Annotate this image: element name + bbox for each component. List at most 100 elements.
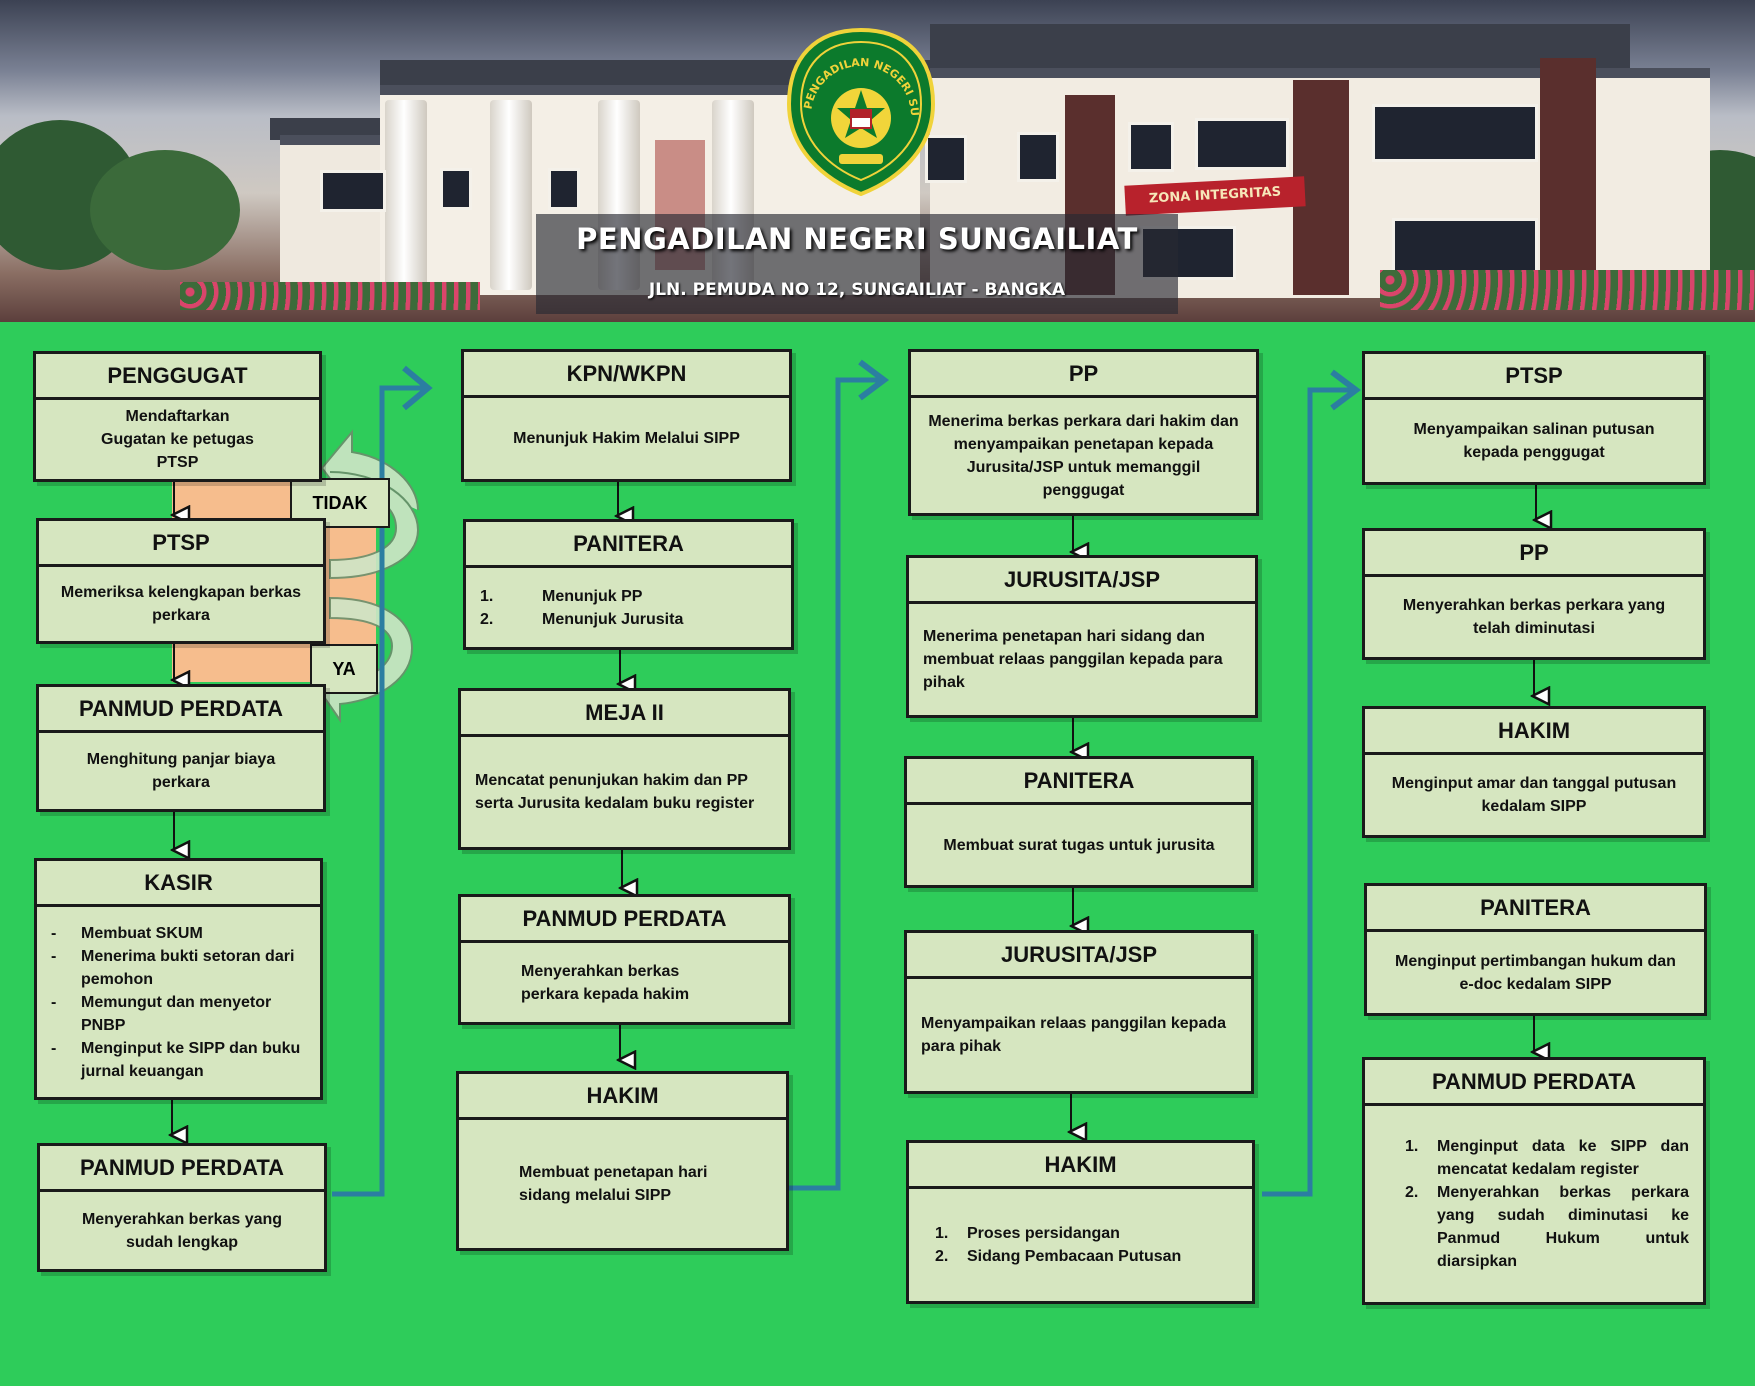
connector-col2-to-col3-head <box>858 359 889 401</box>
step-panmud-perdata-fee: PANMUD PERDATA Menghitung panjar biaya p… <box>36 684 326 812</box>
window <box>548 168 580 210</box>
list-text: Sidang Pembacaan Putusan <box>967 1248 1182 1265</box>
step-title: PANMUD PERDATA <box>40 1146 324 1192</box>
step-body: Menyerahkan berkas perkara kepada hakim <box>521 962 690 1003</box>
step-pp-receive: PP Menerima berkas perkara dari hakim da… <box>908 349 1259 516</box>
list-item: 1. Menginput data ke SIPP dan mencatat ke… <box>1399 1135 1689 1181</box>
list-text: Proses persidangan <box>967 1225 1120 1242</box>
step-body: Menyampaikan salinan putusan kepada peng… <box>1413 421 1655 461</box>
step-body: Menginput pertimbangan hukum dan e-doc k… <box>1395 952 1676 993</box>
list-item: Menginput ke SIPP dan buku jurnal keuang… <box>51 1037 306 1083</box>
window <box>1392 218 1538 280</box>
step-body: Menyerahkan berkas yang sudah lengkap <box>81 1210 283 1251</box>
step-body: Mencatat penunjukan hakim dan PP serta J… <box>475 772 755 812</box>
step-ptsp-copy: PTSP Menyampaikan salinan putusan kepada… <box>1362 351 1706 485</box>
step-title: HAKIM <box>1365 709 1703 755</box>
tree-left-2 <box>90 150 240 270</box>
window <box>1128 122 1174 172</box>
step-body: Membuat penetapan hari sidang melalui SI… <box>519 1164 708 1204</box>
list-item: Memungut dan menyetor PNBP <box>51 991 306 1037</box>
title-band <box>536 214 1178 314</box>
step-jurusita-summons: JURUSITA/JSP Menerima penetapan hari sid… <box>906 555 1258 718</box>
step-body: Menunjuk Hakim Melalui SIPP <box>513 430 740 447</box>
step-body: 1. Menginput data ke SIPP dan mencatat ke… <box>1365 1106 1703 1302</box>
step-title: JURUSITA/JSP <box>907 933 1251 979</box>
list-item: 2. Menyerahkan berkas perkara yang sudah … <box>1399 1181 1689 1273</box>
step-title: PANMUD PERDATA <box>1365 1060 1703 1106</box>
connector-col3-to-col4-head <box>1330 369 1361 411</box>
step-ptsp-check: PTSP Memeriksa kelengkapan berkas perkar… <box>36 518 326 644</box>
connector-col1-to-col2-head <box>402 365 433 411</box>
pillar-2 <box>490 100 532 290</box>
step-kasir: KASIR Membuat SKUM Menerima bukti setora… <box>34 858 323 1100</box>
step-panitera-edoc: PANITERA Menginput pertimbangan hukum da… <box>1364 883 1707 1016</box>
list-number: 2. <box>935 1248 949 1265</box>
step-kpn-wkpn: KPN/WKPN Menunjuk Hakim Melalui SIPP <box>461 349 792 482</box>
step-title: KPN/WKPN <box>464 352 789 398</box>
list-text: Menyerahkan berkas perkara yang sudah di… <box>1437 1184 1689 1270</box>
window <box>925 135 967 183</box>
list-number: 2. <box>1405 1184 1419 1201</box>
step-body: Menyerahkan berkas perkara yang telah di… <box>1402 597 1666 637</box>
window <box>1017 132 1059 182</box>
step-title: PP <box>1365 531 1703 577</box>
step-body: Menyampaikan relaas panggilan kepada par… <box>921 1015 1227 1055</box>
court-logo: PENGADILAN NEGERI SUNGAILIAT <box>787 28 935 196</box>
step-body: Menghitung panjar biaya perkara <box>86 751 276 791</box>
step-body: 1.Proses persidangan 2. Sidang Pembacaan … <box>909 1189 1252 1301</box>
step-title: PANMUD PERDATA <box>461 897 788 943</box>
list-item: 1.Proses persidangan <box>929 1222 1232 1245</box>
list-text: Menginput data ke SIPP dan mencatat keda… <box>1437 1138 1689 1178</box>
step-body: Membuat SKUM Menerima bukti setoran dari… <box>37 907 320 1097</box>
step-title: PENGGUGAT <box>36 354 319 400</box>
step-body: Membuat surat tugas untuk jurusita <box>943 836 1215 854</box>
list-item: Menerima bukti setoran dari pemohon <box>51 945 306 991</box>
page-subtitle: JLN. PEMUDA NO 12, SUNGAILIAT - BANGKA <box>648 280 1066 300</box>
step-hakim-verdict: HAKIM Menginput amar dan tanggal putusan… <box>1362 706 1706 838</box>
step-hakim-trial: HAKIM 1.Proses persidangan 2. Sidang Pemb… <box>906 1140 1255 1304</box>
step-title: PANITERA <box>466 522 791 568</box>
step-title: PANITERA <box>907 759 1251 805</box>
list-text: Menunjuk Jurusita <box>542 610 684 628</box>
step-body: Menginput amar dan tanggal putusan kedal… <box>1391 775 1677 815</box>
window <box>440 168 472 210</box>
list-item: 2. Sidang Pembacaan Putusan <box>929 1245 1232 1268</box>
step-jurusita-deliver: JURUSITA/JSP Menyampaikan relaas panggil… <box>904 930 1254 1094</box>
step-title: PANMUD PERDATA <box>39 687 323 733</box>
header-photo: ZONA INTEGRITAS PENGADILAN NEGERI SUNGAI… <box>0 0 1755 322</box>
page-title: PENGADILAN NEGERI SUNGAILIAT <box>576 222 1138 256</box>
step-title: JURUSITA/JSP <box>909 558 1255 604</box>
step-title: PTSP <box>39 521 323 567</box>
step-panitera-assign: PANITERA 1.Menunjuk PP 2. Menunjuk Jurusi… <box>463 519 794 650</box>
list-number: 1. <box>1405 1138 1419 1155</box>
window <box>320 170 386 212</box>
kasir-task-list: Membuat SKUM Menerima bukti setoran dari… <box>51 922 306 1083</box>
list-item: 1.Menunjuk PP <box>480 585 777 608</box>
step-meja-ii: MEJA II Mencatat penunjukan hakim dan PP… <box>458 688 791 850</box>
connector-col2-to-col3 <box>788 377 882 1191</box>
decision-no: TIDAK <box>290 478 390 528</box>
flower-bed-right <box>1380 270 1755 310</box>
roof-right <box>930 24 1630 72</box>
step-hakim-schedule: HAKIM Membuat penetapan hari sidang mela… <box>456 1071 789 1251</box>
step-panmud-perdata-archive: PANMUD PERDATA 1. Menginput data ke SIPP … <box>1362 1057 1706 1305</box>
flower-bed-left <box>180 282 480 310</box>
window <box>1372 104 1538 162</box>
step-title: PTSP <box>1365 354 1703 400</box>
step-title: HAKIM <box>909 1143 1252 1189</box>
step-panitera-letter: PANITERA Membuat surat tugas untuk jurus… <box>904 756 1254 888</box>
panitera-task-list: 1.Menunjuk PP 2. Menunjuk Jurusita <box>480 585 777 631</box>
step-title: MEJA II <box>461 691 788 737</box>
step-body: 1.Menunjuk PP 2. Menunjuk Jurusita <box>466 568 791 647</box>
panmud-task-list: 1. Menginput data ke SIPP dan mencatat ke… <box>1399 1135 1689 1273</box>
step-panmud-perdata-submit: PANMUD PERDATA Menyerahkan berkas yang s… <box>37 1143 327 1272</box>
brick-column-3 <box>1540 58 1596 298</box>
step-body: Memeriksa kelengkapan berkas perkara <box>60 584 302 624</box>
step-body: Mendaftarkan Gugatan ke petugas PTSP <box>101 408 254 471</box>
step-body: Menerima berkas perkara dari hakim dan m… <box>928 412 1239 499</box>
step-pp-minutes: PP Menyerahkan berkas perkara yang telah… <box>1362 528 1706 660</box>
list-number: 2. <box>480 610 494 628</box>
step-title: PANITERA <box>1367 886 1704 932</box>
pillar-1 <box>385 100 427 290</box>
hakim-task-list: 1.Proses persidangan 2. Sidang Pembacaan … <box>929 1222 1232 1268</box>
